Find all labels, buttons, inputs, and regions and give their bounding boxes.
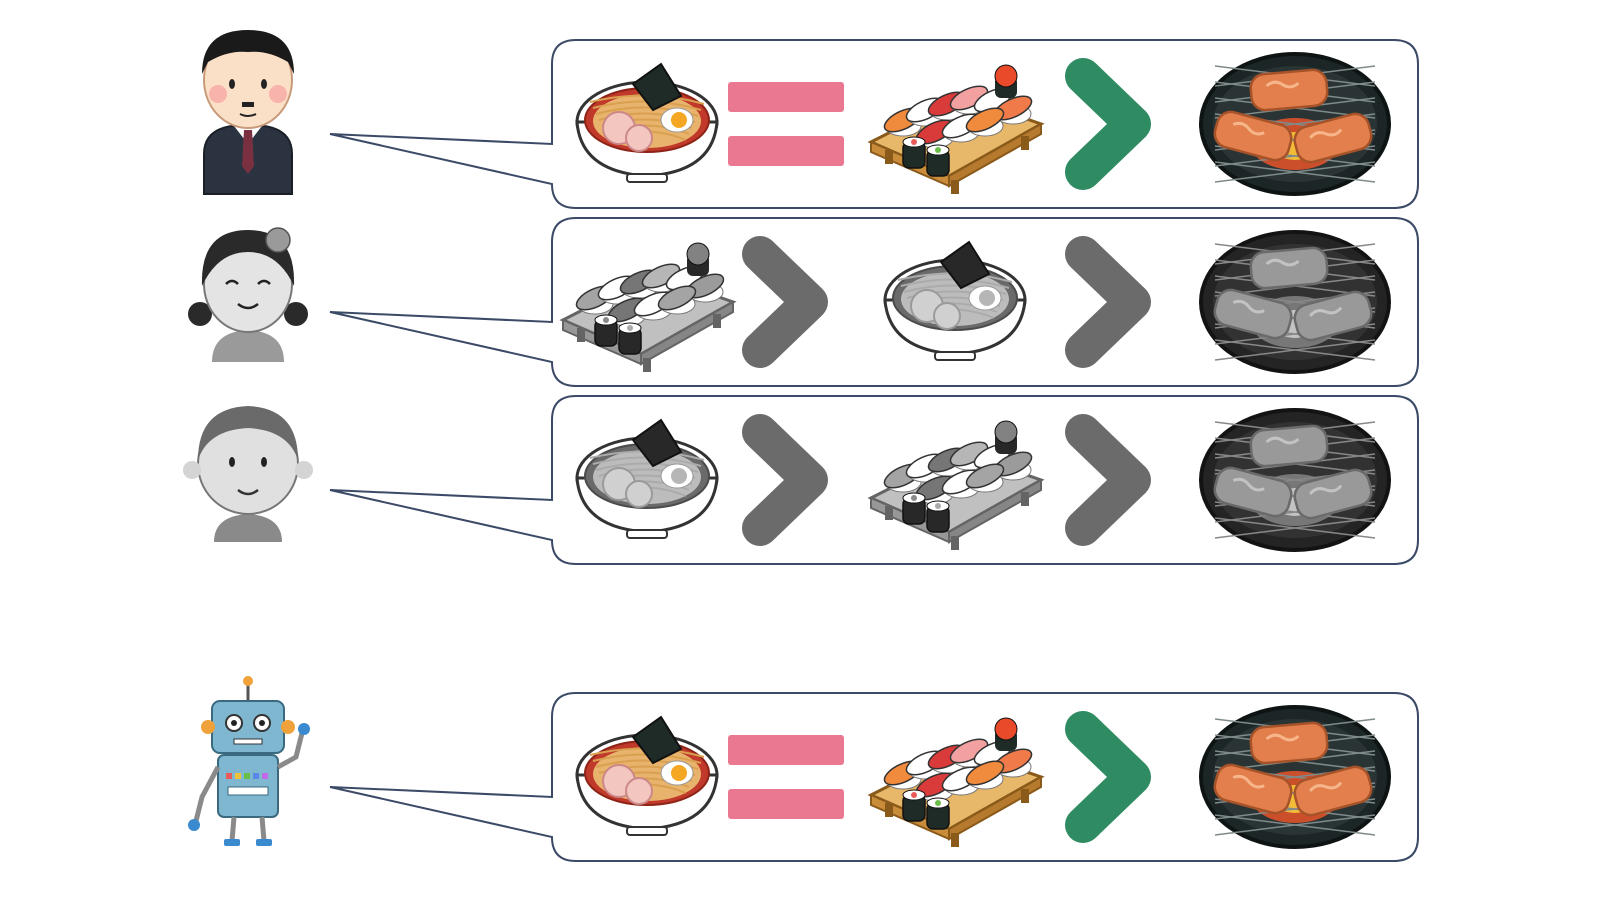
sushi-icon [559, 242, 737, 372]
greater-than-sign [1065, 414, 1151, 546]
greater-than-sign [742, 236, 828, 368]
yakiniku-icon [1199, 705, 1391, 849]
ramen-icon [883, 240, 1027, 361]
equal-sign [728, 82, 844, 166]
diagram-root [183, 30, 1419, 862]
ramen-icon [575, 418, 719, 539]
equal-bar-bottom [728, 136, 844, 166]
greater-chevron [742, 414, 828, 546]
equal-bar-bottom [728, 789, 844, 819]
equal-sign [728, 735, 844, 819]
greater-chevron [1065, 58, 1151, 190]
greater-than-sign [1065, 236, 1151, 368]
equal-bar-top [728, 82, 844, 112]
row-grandma [183, 395, 1419, 565]
sushi-icon [867, 64, 1045, 194]
greater-chevron [1065, 414, 1151, 546]
yakiniku-icon [1199, 408, 1391, 552]
robot-avatar [188, 676, 310, 846]
greater-than-sign [742, 414, 828, 546]
ramen-icon [575, 62, 719, 183]
ramen-icon [575, 715, 719, 836]
salaryman-avatar [202, 30, 294, 195]
elderly-avatar [183, 406, 313, 542]
sushi-icon [867, 717, 1045, 847]
sushi-icon [867, 420, 1045, 550]
row-robot [188, 676, 1419, 862]
yakiniku-icon [1199, 52, 1391, 196]
greater-chevron [742, 236, 828, 368]
girl-avatar [188, 227, 308, 362]
greater-chevron [1065, 236, 1151, 368]
greater-than-sign [1065, 711, 1151, 843]
row-girl [188, 217, 1419, 387]
yakiniku-icon [1199, 230, 1391, 374]
row-man [202, 30, 1419, 209]
equal-bar-top [728, 735, 844, 765]
greater-chevron [1065, 711, 1151, 843]
greater-than-sign [1065, 58, 1151, 190]
